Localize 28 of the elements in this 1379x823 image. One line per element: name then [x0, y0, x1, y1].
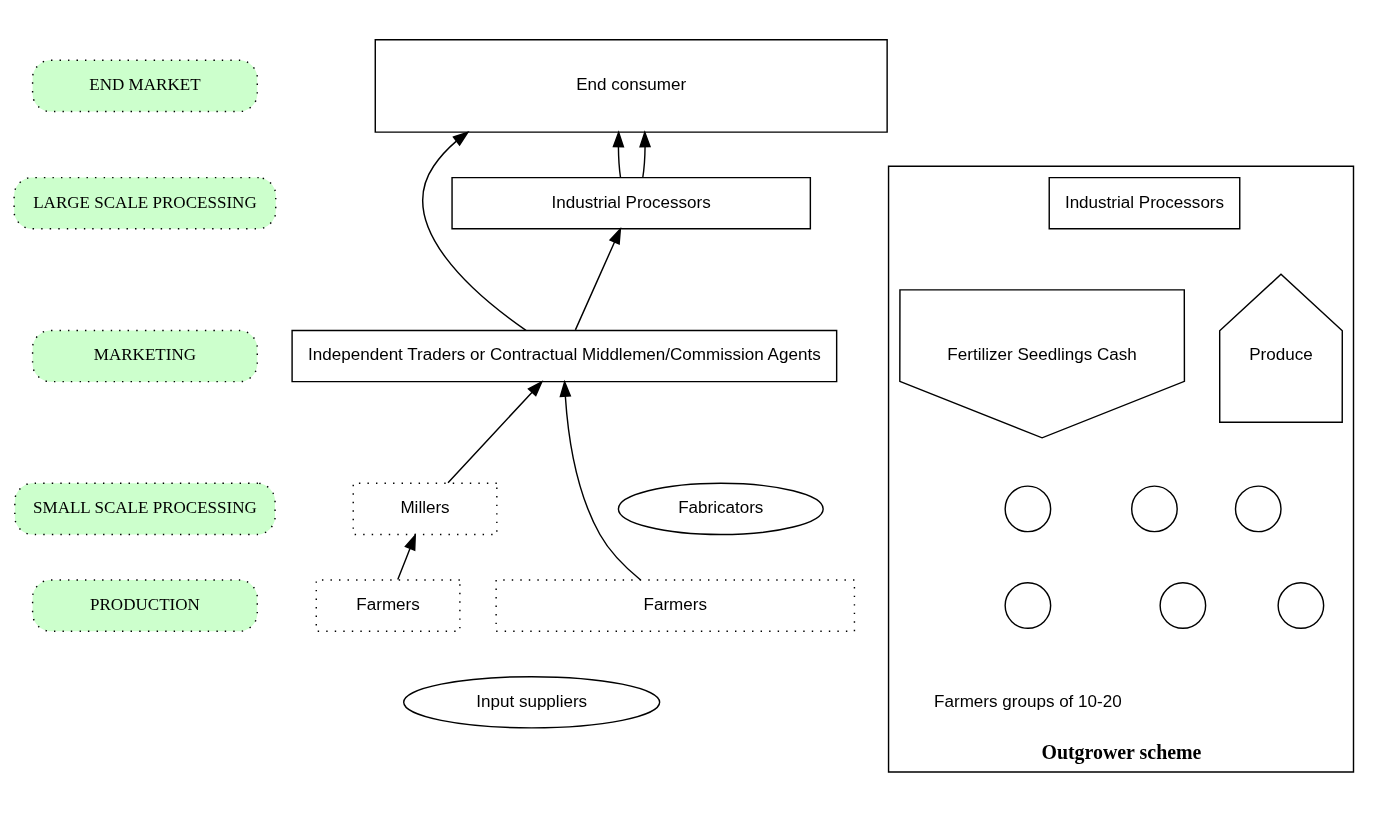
- node-box: Independent Traders or Contractual Middlemen/Commission Agents: [291, 329, 838, 383]
- node-box: Industrial Processors: [1048, 176, 1241, 230]
- arrow: [612, 130, 625, 179]
- node-box: Farmers: [315, 579, 461, 632]
- node-box: Millers: [352, 482, 498, 536]
- node-box: SMALL SCALE PROCESSING: [14, 482, 276, 536]
- node-circle: [1131, 485, 1178, 533]
- arrow: [574, 226, 622, 331]
- arrow: [447, 380, 544, 484]
- arrow: [422, 131, 527, 332]
- node-box: MARKETING: [31, 329, 258, 383]
- node-circle: [1004, 485, 1052, 533]
- node-circle: [1234, 485, 1282, 533]
- node-ellipse: Input suppliers: [403, 675, 661, 729]
- node-box: LARGE SCALE PROCESSING: [13, 176, 277, 230]
- arrow: [639, 130, 652, 179]
- node-circle: [1004, 582, 1052, 630]
- arrow: [559, 379, 642, 581]
- node-circle: [1277, 582, 1325, 630]
- node-ellipse: Fabricators: [617, 482, 824, 536]
- node-box: End consumer: [374, 39, 888, 133]
- node-box: Industrial Processors: [451, 176, 812, 230]
- node-box: END MARKET: [31, 59, 258, 113]
- arrow: [397, 533, 417, 581]
- node-circle: [1159, 582, 1207, 630]
- node-box: PRODUCTION: [31, 579, 258, 632]
- node-box: Farmers: [495, 579, 856, 632]
- node-label: Farmers groups of 10-20: [934, 691, 1122, 711]
